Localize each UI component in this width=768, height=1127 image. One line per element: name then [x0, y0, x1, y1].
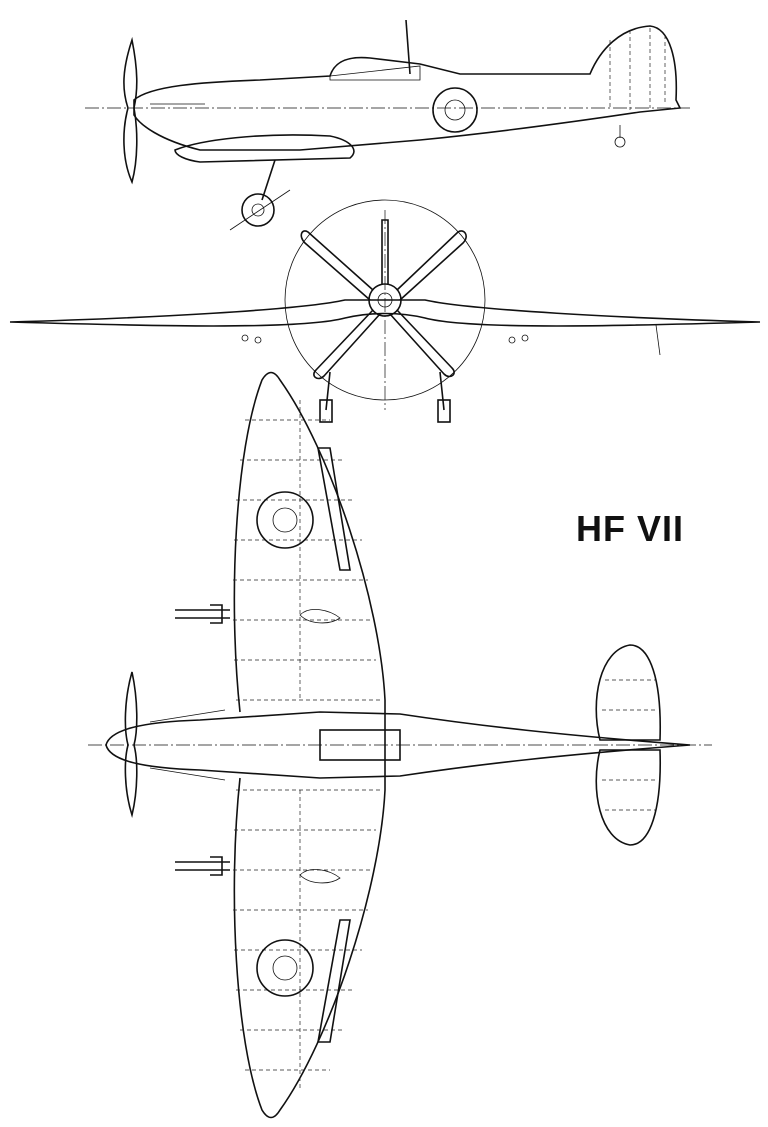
aircraft-designation-label: HF VII: [576, 508, 685, 549]
front-view: [9, 199, 761, 423]
top-view: [88, 371, 712, 1119]
side-view: [85, 19, 690, 231]
